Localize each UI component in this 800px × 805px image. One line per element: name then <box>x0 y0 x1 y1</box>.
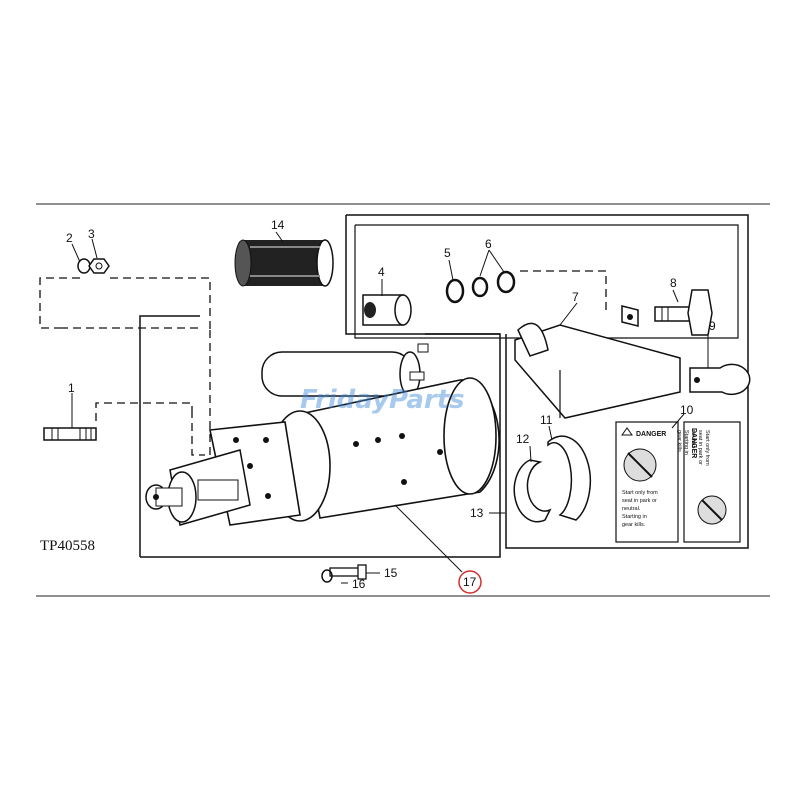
callout-6: 6 <box>485 237 492 251</box>
hardware-box <box>354 224 739 339</box>
decal-right-line-5: gear kills. <box>676 430 682 454</box>
dash-kit <box>520 270 607 310</box>
callout-17-highlight: 17 <box>458 570 482 594</box>
decal-left-line-3: neutral. <box>622 506 641 512</box>
callout-4: 4 <box>378 265 385 279</box>
decal-right-line-4: Starting in <box>683 430 689 455</box>
part-4-spacer <box>362 294 412 326</box>
part-9-clamp <box>689 363 751 396</box>
callout-11: 11 <box>540 413 553 427</box>
dash-1 <box>191 410 205 456</box>
part-8-bolt <box>654 289 713 336</box>
decal-right-title: DANGER <box>690 428 697 458</box>
decal-left-line-5: gear kills. <box>622 522 646 528</box>
starter-box-left <box>139 315 200 557</box>
decal-right-line-3: neutral. <box>690 430 696 449</box>
callout-12: 12 <box>516 432 530 446</box>
decal-left-title: DANGER <box>636 431 666 438</box>
figure-id: TP40558 <box>40 538 95 554</box>
callout-1: 1 <box>68 381 75 395</box>
callout-15: 15 <box>384 566 398 580</box>
callout-7: 7 <box>572 290 579 304</box>
part-14-boot <box>234 239 334 287</box>
decal-left-line-2: seat in park or <box>622 498 657 504</box>
callout-2: 2 <box>66 231 73 245</box>
part-17-starter-motor <box>145 343 500 526</box>
decal-left-line-1: Start only from <box>622 490 658 496</box>
part-11-12-inserts <box>513 435 592 523</box>
callout-17: 17 <box>463 575 477 589</box>
leader-lines <box>71 231 709 584</box>
part-6-washers <box>471 270 516 298</box>
callout-14: 14 <box>271 218 285 232</box>
watermark-logo: FridayParts <box>300 385 465 415</box>
callout-5: 5 <box>444 246 451 260</box>
callout-3: 3 <box>88 227 95 241</box>
callout-9: 9 <box>709 319 716 333</box>
highlight-ring <box>458 570 482 594</box>
part-7-shield <box>514 305 681 419</box>
part-1-stud <box>43 427 97 441</box>
decal-left-line-4: Starting in <box>622 514 647 520</box>
kit-box-left <box>345 215 500 335</box>
part-16-washer <box>321 569 333 583</box>
callout-8: 8 <box>670 276 677 290</box>
dash-1-b <box>95 402 193 421</box>
callout-16: 16 <box>352 577 366 591</box>
part-5-washer <box>445 278 465 304</box>
part-15-screw <box>329 564 367 580</box>
dash-23 <box>39 277 80 329</box>
part-3-nut <box>88 258 110 274</box>
decal-right-line-1: Start only from <box>704 430 710 466</box>
dash-23-b <box>110 277 211 330</box>
kit-box-outer <box>346 214 749 549</box>
decal-right-line-2: seat in park or <box>697 430 703 465</box>
part-10-decal-left: DANGER Start only from seat in park or n… <box>615 421 679 543</box>
callout-10: 10 <box>680 403 694 417</box>
part-10-decal-right: DANGER Start only from seat in park or n… <box>676 421 741 543</box>
callout-13: 13 <box>470 506 484 520</box>
